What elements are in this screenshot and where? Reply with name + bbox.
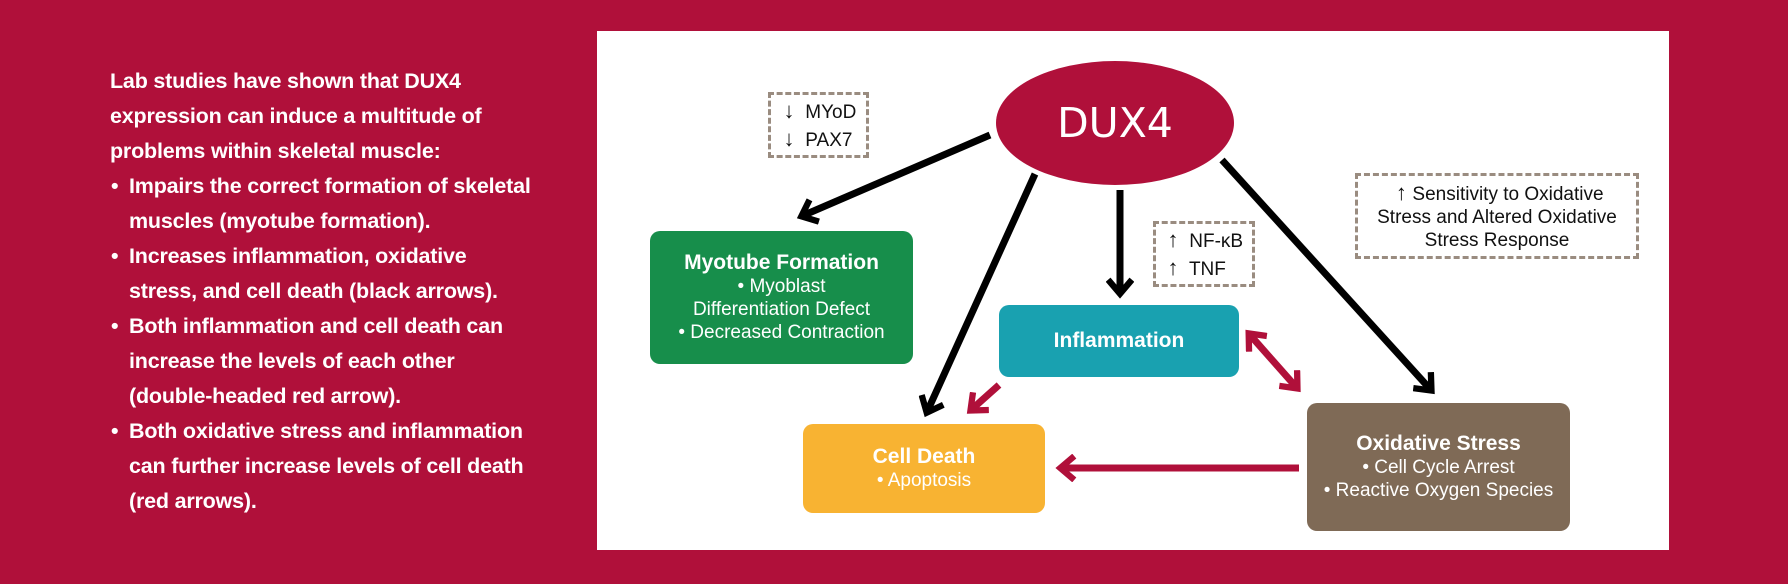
cell-death-box: Cell Death • Apoptosis: [803, 424, 1045, 513]
arrow-inflammation-celldeath-double: [1251, 336, 1297, 388]
myotube-markers-note: ↓ MYoD ↓ PAX7: [768, 92, 869, 158]
description-text: Lab studies have shown that DUX4 express…: [110, 64, 540, 519]
note-row: ↑Sensitivity to Oxidative: [1362, 181, 1632, 206]
down-arrow-icon: ↓: [783, 126, 795, 151]
bullet-text: Both oxidative stress and inflammation c…: [129, 419, 524, 513]
up-arrow-icon: ↑: [1167, 255, 1179, 280]
arrow-inflammation-to-celldeath: [971, 382, 1002, 410]
up-arrow-icon: ↑: [1167, 227, 1179, 252]
inflammation-title: Inflammation: [1053, 329, 1185, 352]
oxidative-stress-box: Oxidative Stress • Cell Cycle Arrest • R…: [1307, 403, 1570, 531]
myotube-title: Myotube Formation: [684, 251, 879, 274]
marker-label: TNF: [1188, 259, 1226, 280]
bullet-list: • Impairs the correct formation of skelet…: [110, 169, 540, 519]
arrow-dux4-to-myotube: [802, 131, 992, 216]
up-arrow-icon: ↑: [1395, 180, 1407, 205]
inflammation-markers-note: ↑ NF-κB ↑ TNF: [1153, 221, 1255, 287]
diagram-panel: DUX4 Myotube Formation • Myoblast Differ…: [597, 31, 1669, 550]
myotube-line: Differentiation Defect: [692, 299, 871, 320]
arrows-layer: [597, 131, 1669, 550]
dux4-node: DUX4: [996, 61, 1234, 185]
myotube-formation-box: Myotube Formation • Myoblast Differentia…: [650, 231, 913, 364]
bullet-dot: •: [111, 314, 119, 338]
bullet-item: • Both oxidative stress and inflammation …: [110, 414, 540, 519]
oxidative-title: Oxidative Stress: [1356, 432, 1521, 455]
myotube-line: • Myoblast: [737, 276, 826, 297]
note-line: Stress and Altered Oxidative: [1377, 207, 1617, 228]
cell-death-line: • Apoptosis: [876, 470, 972, 491]
marker-label: NF-κB: [1189, 231, 1244, 252]
note-line: Stress Response: [1424, 230, 1570, 251]
bullet-dot: •: [111, 244, 119, 268]
note-row: ↑ NF-κB: [1162, 227, 1252, 255]
oxidative-line: • Reactive Oxygen Species: [1323, 480, 1554, 501]
note-row: ↓ MYoD: [778, 98, 866, 126]
oxidative-markers-note: ↑Sensitivity to Oxidative Stress and Alt…: [1355, 173, 1639, 259]
bullet-dot: •: [111, 174, 119, 198]
bullet-text: Impairs the correct formation of skeleta…: [129, 174, 531, 233]
bullet-text: Both inflammation and cell death can inc…: [129, 314, 503, 408]
intro-paragraph: Lab studies have shown that DUX4 express…: [110, 69, 482, 163]
bullet-item: • Increases inflammation, oxidative stres…: [110, 239, 540, 309]
bullet-text: Increases inflammation, oxidative stress…: [129, 244, 498, 303]
arrow-dux4-to-oxidative: [1219, 157, 1431, 390]
marker-label: MYoD: [805, 102, 857, 123]
bullet-item: • Both inflammation and cell death can in…: [110, 309, 540, 414]
cell-death-title: Cell Death: [872, 445, 976, 468]
down-arrow-icon: ↓: [783, 98, 795, 123]
note-row: ↑ TNF: [1162, 255, 1252, 283]
note-line: Sensitivity to Oxidative: [1412, 184, 1604, 205]
oxidative-line: • Cell Cycle Arrest: [1362, 457, 1515, 478]
myotube-line: • Decreased Contraction: [678, 322, 885, 343]
note-row: ↓ PAX7: [778, 126, 866, 154]
arrow-dux4-to-celldeath: [927, 172, 1039, 412]
bullet-dot: •: [111, 419, 119, 443]
inflammation-box: Inflammation: [999, 305, 1239, 377]
bullet-item: • Impairs the correct formation of skelet…: [110, 169, 540, 239]
marker-label: PAX7: [805, 130, 853, 151]
